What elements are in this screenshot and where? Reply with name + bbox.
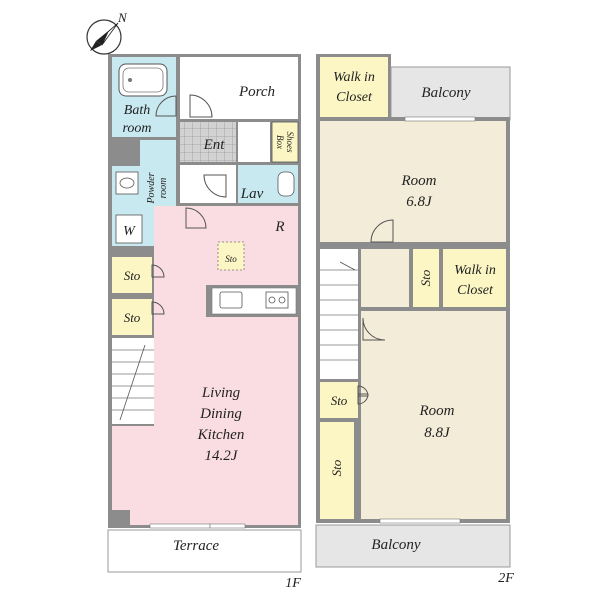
wic-top-label-line1: Walk in (333, 70, 375, 85)
hall-2f (361, 249, 409, 307)
kitchen-sink-icon (219, 291, 243, 309)
lavatory-door (203, 174, 227, 198)
terrace-label: Terrace (173, 538, 219, 554)
ldk-size-label: 14.2J (205, 448, 239, 464)
storage-lower (112, 299, 152, 335)
floor-2f-label: 2F (498, 571, 514, 586)
room-bottom-door (362, 317, 386, 341)
floor-1f-label: 1F (285, 576, 301, 591)
storage-left-lower (320, 422, 354, 519)
bathtub-icon (118, 63, 168, 97)
storage-lower-label: Sto (124, 310, 141, 325)
entry-area (180, 122, 236, 162)
storage-mid-label: Sto (418, 269, 433, 286)
north-label: N (117, 10, 128, 25)
floor-1f: Porch Bath room Ent Shoes Box Powder roo… (107, 54, 302, 591)
refrigerator-label: R (274, 219, 284, 235)
washer-label: W (123, 224, 136, 239)
porch-label: Porch (238, 84, 275, 100)
north-arrow-icon: N (86, 10, 128, 55)
entry-door (189, 94, 213, 118)
ldk-label-line2: Dining (199, 406, 242, 422)
storage-left-upper (320, 382, 358, 418)
center-storage (217, 241, 245, 271)
wic-mid-label-line2: Closet (457, 283, 494, 298)
room-top-label: Room (401, 173, 437, 189)
bath-door (155, 95, 177, 117)
center-storage-label: Sto (225, 254, 237, 264)
walk-in-closet-mid (443, 249, 506, 307)
entrance-label: Ent (203, 137, 226, 153)
staircase-2f (320, 249, 358, 379)
room-top-door (370, 219, 394, 243)
balcony-bottom (315, 524, 511, 568)
storage-upper (112, 257, 152, 293)
washer-space (115, 214, 143, 244)
bath-label-line2: room (122, 121, 151, 136)
lavatory-label: Lav (240, 186, 264, 202)
room-bottom (361, 311, 506, 519)
terrace (107, 529, 302, 573)
shoes-box-label-line2: Box (275, 135, 285, 149)
storage-left-upper-label: Sto (331, 393, 348, 408)
sink-icon (115, 171, 139, 195)
stove-icon (265, 291, 289, 309)
floor-2f: Walk in Closet Balcony Room 6.8J Sto Wal… (315, 54, 514, 586)
room-top (320, 121, 506, 242)
bath-label-line1: Bath (124, 103, 150, 118)
wic-mid-label-line1: Walk in (454, 263, 496, 278)
storage-left-lower-label: Sto (329, 459, 344, 476)
wic-top-label-line2: Closet (336, 90, 373, 105)
walk-in-closet-top (320, 57, 388, 117)
room-bottom-label: Room (419, 403, 455, 419)
ldk-label-line3: Kitchen (197, 427, 245, 443)
porch-area (180, 57, 298, 119)
toilet-icon (277, 171, 295, 197)
shoes-box-label-line1: Shoes (285, 132, 295, 153)
room-bottom-size-label: 8.8J (424, 425, 451, 441)
shoes-box (271, 121, 299, 163)
room-top-size-label: 6.8J (406, 194, 433, 210)
balcony-bottom-label: Balcony (371, 537, 420, 553)
balcony-top (390, 66, 511, 121)
hall-door (185, 207, 207, 229)
balcony-top-label: Balcony (421, 85, 470, 101)
powder-room-label-line1: Powder (146, 172, 157, 204)
storage-mid (413, 249, 439, 307)
powder-room-label-line2: room (158, 178, 169, 199)
storage-upper-label: Sto (124, 268, 141, 283)
ldk-label-line1: Living (201, 385, 241, 401)
